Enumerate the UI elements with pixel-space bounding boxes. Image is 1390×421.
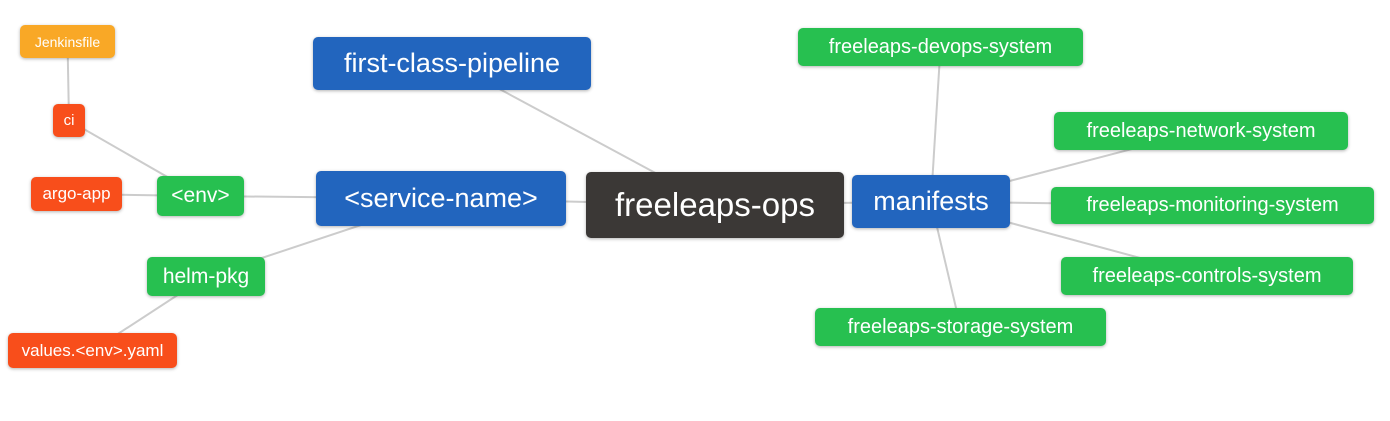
node-service-name[interactable]: <service-name> (316, 171, 566, 226)
node-freeleaps-storage-system[interactable]: freeleaps-storage-system (815, 308, 1106, 346)
node-ci[interactable]: ci (53, 104, 85, 137)
node-manifests[interactable]: manifests (852, 175, 1010, 228)
node-freeleaps-controls-system[interactable]: freeleaps-controls-system (1061, 257, 1353, 295)
node-jenkinsfile[interactable]: Jenkinsfile (20, 25, 115, 58)
node-argo-app[interactable]: argo-app (31, 177, 122, 211)
node-freeleaps-ops[interactable]: freeleaps-ops (586, 172, 844, 238)
node-first-class-pipeline[interactable]: first-class-pipeline (313, 37, 591, 90)
node-freeleaps-devops-system[interactable]: freeleaps-devops-system (798, 28, 1083, 66)
node-helm-pkg[interactable]: helm-pkg (147, 257, 265, 296)
node-values-env-yaml[interactable]: values.<env>.yaml (8, 333, 177, 368)
node-freeleaps-monitoring-system[interactable]: freeleaps-monitoring-system (1051, 187, 1374, 224)
node-freeleaps-network-system[interactable]: freeleaps-network-system (1054, 112, 1348, 150)
node-env[interactable]: <env> (157, 176, 244, 216)
